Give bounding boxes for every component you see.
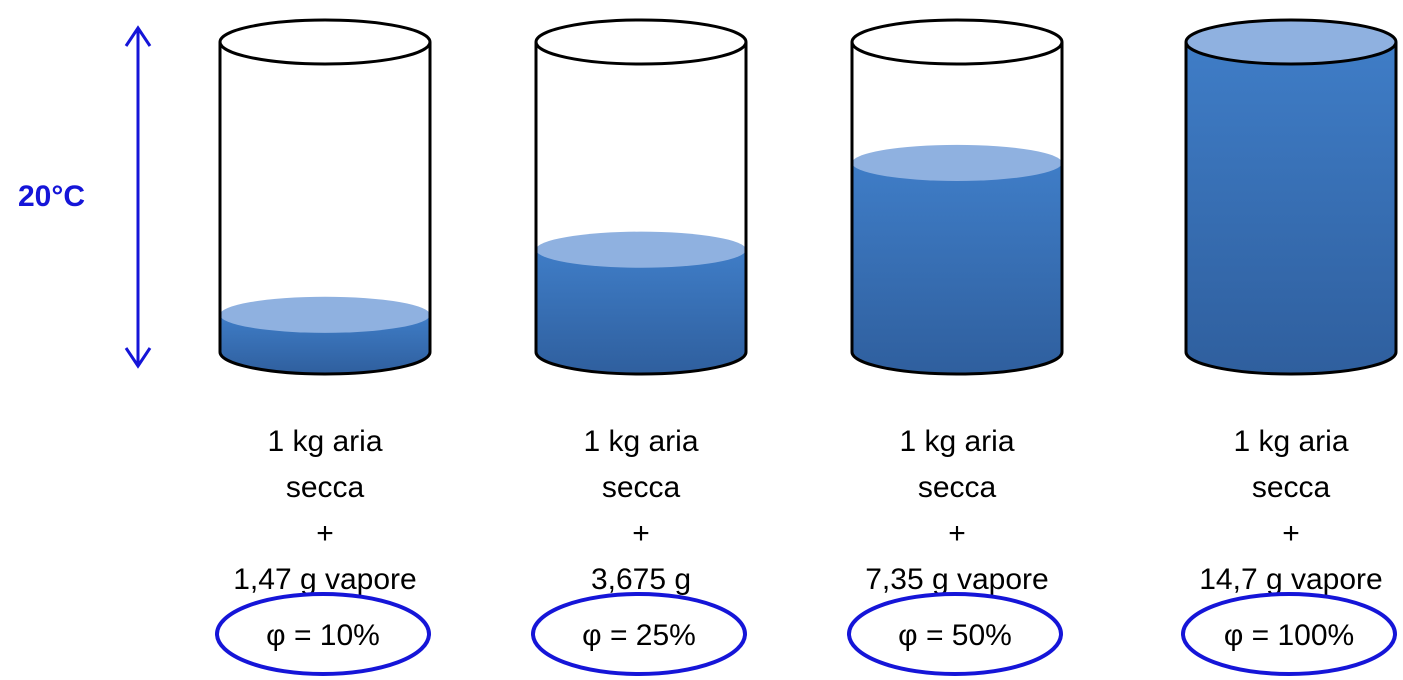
label-line-3: + [1282, 517, 1300, 550]
cylinder-top-rim [1184, 18, 1398, 66]
temperature-arrow [124, 25, 152, 369]
cylinder-top-rim [850, 18, 1064, 66]
phi-highlight-ellipse [847, 592, 1063, 676]
cylinder-bottom [850, 351, 1064, 376]
phi-label: φ = 25% [582, 619, 696, 652]
label-line-4: 3,675 g [591, 563, 691, 596]
cylinder-top-rim [534, 18, 748, 66]
cylinder-4: 1 kg aria secca +14,7 g vapore φ = 100% [1181, 18, 1398, 676]
water-surface [1186, 20, 1396, 64]
phi-label: φ = 100% [1224, 619, 1354, 652]
label-line-2: secca [286, 471, 365, 504]
phi-highlight-ellipse [531, 592, 747, 676]
cylinder-3: 1 kg aria secca +7,35 g vapore φ = 50% [847, 18, 1064, 676]
cylinder-bottom [218, 351, 432, 376]
phi-highlight-ellipse [215, 592, 431, 676]
cylinder-bottom [1184, 351, 1398, 376]
water-surface [536, 231, 746, 268]
label-line-1: 1 kg aria [267, 425, 382, 458]
cylinder-bottom [534, 351, 748, 376]
label-line-2: secca [602, 471, 681, 504]
phi-highlight-ellipse [1181, 592, 1397, 676]
cylinder-top-rim [218, 18, 432, 66]
cylinder-2: 1 kg aria secca +3,675 g φ = 25% [531, 18, 748, 676]
water-surface [852, 144, 1062, 181]
water-body [1186, 42, 1396, 374]
label-line-1: 1 kg aria [583, 425, 698, 458]
label-line-3: + [632, 517, 650, 550]
cylinder-1: 1 kg aria secca +1,47 g vapore φ = 10% [215, 18, 432, 676]
phi-label: φ = 50% [898, 619, 1012, 652]
label-line-3: + [948, 517, 966, 550]
water-body [852, 162, 1062, 374]
label-line-1: 1 kg aria [1233, 425, 1348, 458]
label-line-1: 1 kg aria [899, 425, 1014, 458]
label-line-3: + [316, 517, 334, 550]
water-surface [220, 296, 430, 333]
phi-label: φ = 10% [266, 619, 380, 652]
label-line-4: 7,35 g vapore [865, 563, 1048, 596]
label-line-2: secca [1252, 471, 1331, 504]
temperature-label: 20°C [18, 180, 85, 213]
water-body [536, 249, 746, 374]
label-line-4: 14,7 g vapore [1199, 563, 1382, 596]
label-line-4: 1,47 g vapore [233, 563, 416, 596]
label-line-2: secca [918, 471, 997, 504]
